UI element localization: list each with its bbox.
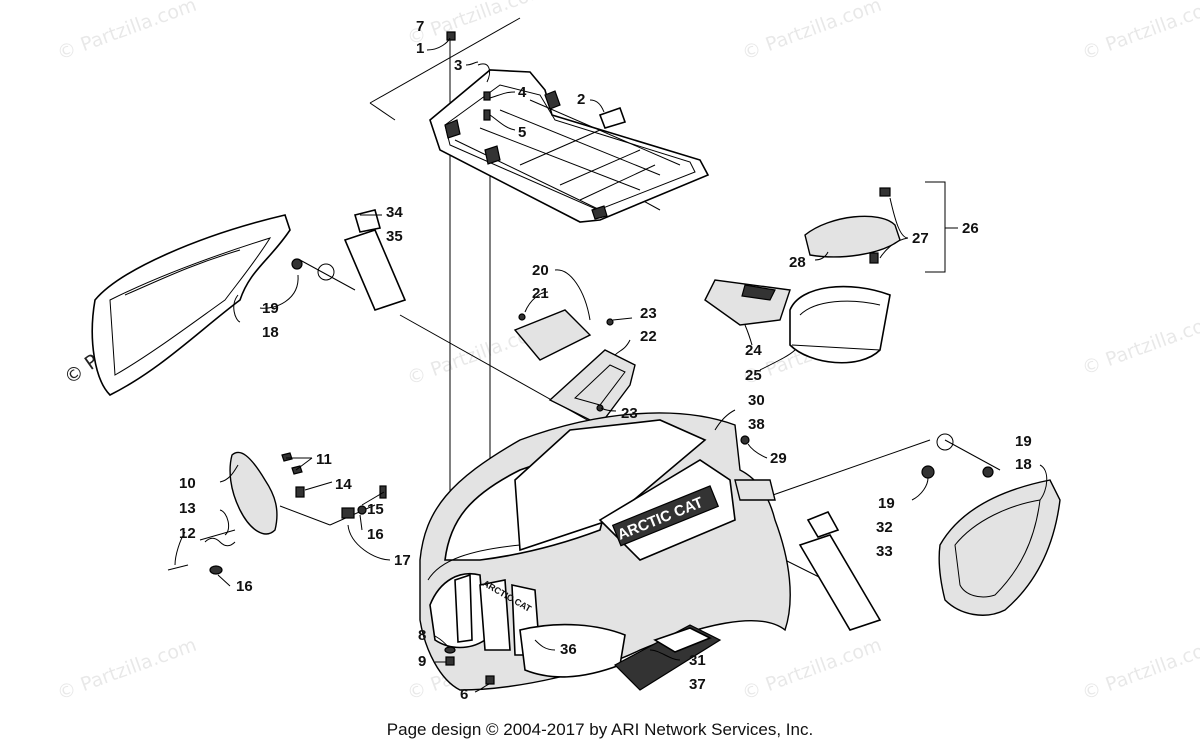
callout-6: 6 bbox=[460, 686, 468, 703]
callout-35: 35 bbox=[386, 228, 403, 245]
watermark: © Partzilla.com bbox=[739, 0, 884, 65]
callout-16: 16 bbox=[236, 578, 253, 595]
callout-10: 10 bbox=[179, 475, 196, 492]
storage-box-cover-24 bbox=[704, 279, 791, 326]
storage-box-25 bbox=[789, 285, 891, 364]
callout-5: 5 bbox=[518, 124, 526, 141]
decal-2 bbox=[589, 99, 627, 129]
callout-3: 3 bbox=[454, 57, 462, 74]
callout-14: 14 bbox=[335, 476, 352, 493]
callout-2: 2 bbox=[577, 91, 585, 108]
callout-36: 36 bbox=[560, 641, 577, 658]
front-rack bbox=[429, 69, 710, 223]
callout-13: 13 bbox=[179, 500, 196, 517]
callout-19: 19 bbox=[878, 495, 895, 512]
footer-credit: Page design © 2004-2017 by ARI Network S… bbox=[386, 720, 814, 739]
callout-28: 28 bbox=[789, 254, 806, 271]
plate-20 bbox=[513, 309, 592, 361]
watermark: © Partzilla.com bbox=[54, 634, 199, 705]
callout-31: 31 bbox=[689, 652, 706, 669]
watermark: © Partzilla.com bbox=[1079, 309, 1200, 380]
callout-32: 32 bbox=[876, 519, 893, 536]
callout-labels: 7 1 3 4 5 2 34 35 19 18 20 21 23 22 23 2… bbox=[179, 18, 1032, 703]
callout-25: 25 bbox=[745, 367, 762, 384]
callout-21: 21 bbox=[532, 285, 549, 302]
watermark: © Partzilla.com bbox=[54, 0, 199, 65]
watermark: © Partzilla.com bbox=[739, 634, 884, 705]
callout-30: 30 bbox=[748, 392, 765, 409]
headlight-housing-10 bbox=[167, 451, 387, 575]
callout-22: 22 bbox=[640, 328, 657, 345]
callout-17: 17 bbox=[394, 552, 411, 569]
callout-34: 34 bbox=[386, 204, 403, 221]
callout-9: 9 bbox=[418, 653, 426, 670]
bottom-hardware bbox=[444, 646, 495, 685]
callout-18: 18 bbox=[1015, 456, 1032, 473]
callout-1: 1 bbox=[416, 40, 424, 57]
callout-23: 23 bbox=[640, 305, 657, 322]
callout-26: 26 bbox=[962, 220, 979, 237]
callout-19: 19 bbox=[1015, 433, 1032, 450]
callout-8: 8 bbox=[418, 627, 426, 644]
decals-34-35 bbox=[343, 209, 407, 311]
callout-19: 19 bbox=[262, 300, 279, 317]
callout-23: 23 bbox=[621, 405, 638, 422]
callout-33: 33 bbox=[876, 543, 893, 560]
callout-38: 38 bbox=[748, 416, 765, 433]
callout-12: 12 bbox=[179, 525, 196, 542]
left-side-panel bbox=[91, 214, 335, 396]
callout-16: 16 bbox=[367, 526, 384, 543]
storage-box-lid-28 bbox=[804, 187, 901, 264]
callout-11: 11 bbox=[316, 451, 332, 468]
callout-24: 24 bbox=[745, 342, 762, 359]
callout-leaders bbox=[174, 37, 1048, 693]
bracket-26 bbox=[925, 181, 958, 273]
decals-32-33 bbox=[798, 510, 882, 631]
watermark: © Partzilla.com bbox=[1079, 634, 1200, 705]
callout-20: 20 bbox=[532, 262, 549, 279]
callout-27: 27 bbox=[912, 230, 929, 247]
watermark: © Partzilla.com bbox=[1079, 0, 1200, 65]
callout-7: 7 bbox=[416, 18, 424, 35]
callout-18: 18 bbox=[262, 324, 279, 341]
rack-hardware bbox=[446, 31, 491, 121]
callout-15: 15 bbox=[367, 501, 384, 518]
callout-4: 4 bbox=[518, 84, 527, 101]
callout-29: 29 bbox=[770, 450, 787, 467]
front-fender-30 bbox=[419, 412, 791, 691]
callout-37: 37 bbox=[689, 676, 706, 693]
right-side-panel bbox=[921, 433, 1061, 616]
